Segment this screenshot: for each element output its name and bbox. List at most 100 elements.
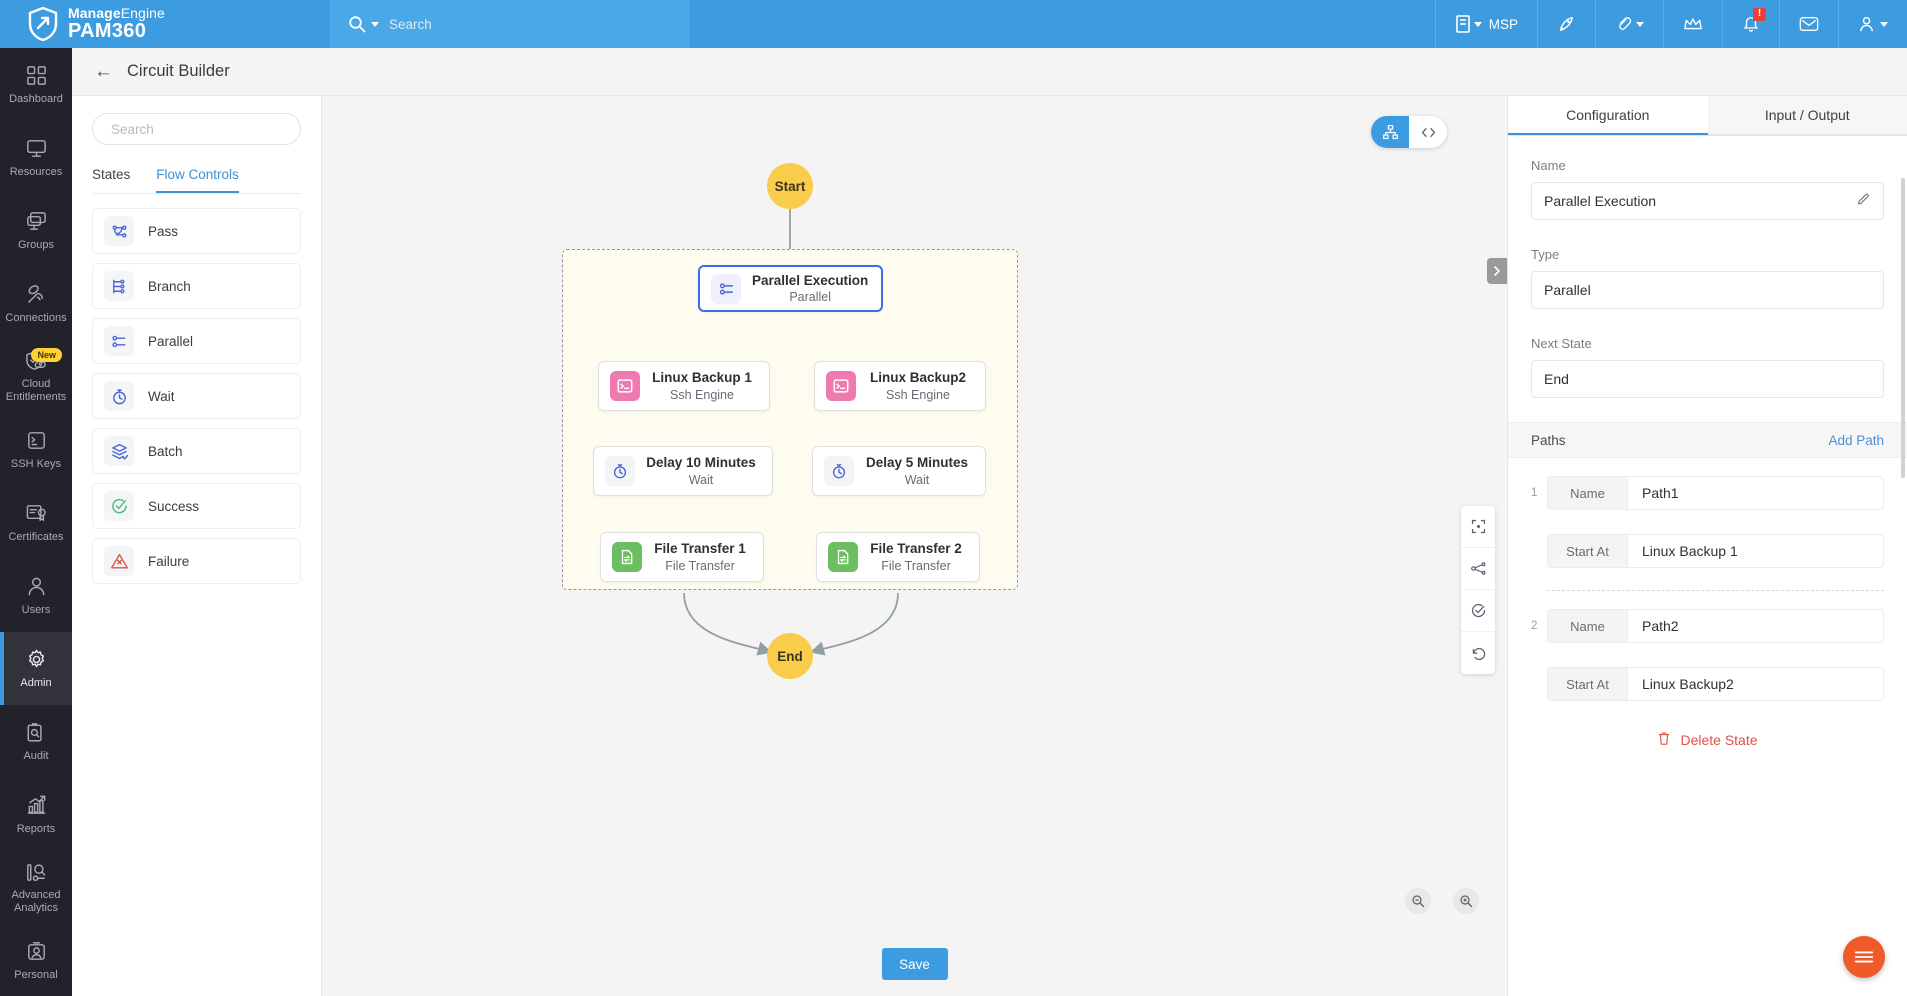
name-field-value: Parallel Execution <box>1544 193 1657 209</box>
node-subtitle: Ssh Engine <box>886 387 950 402</box>
palette-item-parallel[interactable]: Parallel <box>92 318 301 364</box>
sidebar-item-connections[interactable]: Connections <box>0 267 72 340</box>
node-subtitle: Wait <box>904 472 930 487</box>
palette-search-input[interactable] <box>111 121 282 137</box>
path-name-value[interactable]: Path1 <box>1627 476 1884 510</box>
ssh-terminal-icon <box>610 371 640 401</box>
user-menu[interactable] <box>1838 0 1907 48</box>
validate-check-icon[interactable] <box>1461 590 1495 632</box>
satellite-icon <box>24 283 48 307</box>
sidebar-item-reports[interactable]: Reports <box>0 778 72 851</box>
palette-item-pass[interactable]: Pass <box>92 208 301 254</box>
panel-collapse-handle[interactable] <box>1487 258 1507 284</box>
palette-item-batch[interactable]: Batch <box>92 428 301 474</box>
node-subtitle: Wait <box>688 472 714 487</box>
node-subtitle: Ssh Engine <box>670 387 734 402</box>
brand-logo[interactable]: ManageEngine PAM360 <box>0 0 330 48</box>
delete-state-button[interactable]: Delete State <box>1508 731 1907 749</box>
path-start-value[interactable]: Linux Backup 1 <box>1627 534 1884 568</box>
component-palette: States Flow Controls PassBranchParallelWa… <box>72 96 322 996</box>
rocket-icon[interactable] <box>1537 0 1595 48</box>
sidebar-item-admin[interactable]: Admin <box>0 632 72 705</box>
sidebar-item-label: Dashboard <box>9 92 63 105</box>
tab-input-output[interactable]: Input / Output <box>1707 96 1907 135</box>
palette-tab-flow-controls[interactable]: Flow Controls <box>156 167 239 193</box>
palette-item-failure[interactable]: Failure <box>92 538 301 584</box>
fit-to-screen-icon[interactable] <box>1461 506 1495 548</box>
end-node[interactable]: End <box>767 633 813 679</box>
palette-item-wait[interactable]: Wait <box>92 373 301 419</box>
envelope-icon[interactable] <box>1779 0 1838 48</box>
monitors-icon <box>24 210 48 234</box>
save-button[interactable]: Save <box>881 948 948 980</box>
help-fab-button[interactable] <box>1843 936 1885 978</box>
tab-configuration[interactable]: Configuration <box>1508 96 1708 135</box>
path-name-key: Name <box>1547 476 1627 510</box>
search-icon[interactable] <box>348 15 379 33</box>
path-start-value[interactable]: Linux Backup2 <box>1627 667 1884 701</box>
palette-item-branch[interactable]: Branch <box>92 263 301 309</box>
type-field[interactable]: Parallel <box>1531 271 1884 309</box>
parallel-sliders-icon <box>104 326 134 356</box>
sidebar-item-advanced-analytics[interactable]: Advanced Analytics <box>0 851 72 924</box>
sidebar-item-dashboard[interactable]: Dashboard <box>0 48 72 121</box>
palette-item-label: Pass <box>148 223 179 239</box>
gear-icon <box>24 648 48 672</box>
pencil-icon[interactable] <box>1856 192 1871 210</box>
palette-tab-states[interactable]: States <box>92 167 131 182</box>
stopwatch-icon <box>605 456 635 486</box>
sidebar-item-users[interactable]: Users <box>0 559 72 632</box>
start-node[interactable]: Start <box>767 163 813 209</box>
next-state-field[interactable]: End <box>1531 360 1884 398</box>
code-icon[interactable] <box>1409 116 1447 148</box>
layers-check-icon <box>104 436 134 466</box>
back-arrow-icon[interactable]: ← <box>94 61 113 82</box>
palette-item-success[interactable]: Success <box>92 483 301 529</box>
sidebar-item-audit[interactable]: Audit <box>0 705 72 778</box>
add-path-button[interactable]: Add Path <box>1828 432 1884 448</box>
path-index: 2 <box>1531 620 1538 632</box>
person-icon <box>24 575 48 599</box>
start-node-label: Start <box>774 178 806 194</box>
panel-scrollbar[interactable] <box>1901 138 1905 978</box>
next-state-field-label: Next State <box>1531 336 1592 351</box>
node-title: Parallel Execution <box>752 272 869 288</box>
notifications-bell[interactable]: ! <box>1722 0 1779 48</box>
view-mode-toggle[interactable] <box>1371 116 1447 148</box>
sidebar-item-resources[interactable]: Resources <box>0 121 72 194</box>
sidebar-item-personal[interactable]: Personal <box>0 924 72 996</box>
layout-graph-icon[interactable] <box>1461 548 1495 590</box>
footer-bar: Save <box>322 932 1507 996</box>
zoom-out-icon[interactable] <box>1405 888 1431 914</box>
crown-icon[interactable] <box>1663 0 1722 48</box>
monitor-icon <box>24 137 48 161</box>
name-field[interactable]: Parallel Execution <box>1531 182 1884 220</box>
link-icon[interactable] <box>1595 0 1663 48</box>
search-input[interactable] <box>389 16 672 32</box>
hierarchy-icon[interactable] <box>1371 116 1409 148</box>
global-search[interactable] <box>330 0 690 48</box>
palette-tabs: States Flow Controls <box>92 167 301 194</box>
path-name-value[interactable]: Path2 <box>1627 609 1884 643</box>
sidebar-item-groups[interactable]: Groups <box>0 194 72 267</box>
undo-icon[interactable] <box>1461 632 1495 674</box>
sidebar-item-ssh-keys[interactable]: SSH Keys <box>0 413 72 486</box>
analytics-icon <box>24 860 48 884</box>
msp-switcher[interactable]: MSP <box>1434 0 1537 48</box>
menu-icon <box>1854 951 1874 963</box>
zoom-in-icon[interactable] <box>1453 888 1479 914</box>
sidebar-item-label: Users <box>21 603 51 616</box>
palette-search[interactable] <box>92 113 301 145</box>
sidebar-item-certificates[interactable]: Certificates <box>0 486 72 559</box>
